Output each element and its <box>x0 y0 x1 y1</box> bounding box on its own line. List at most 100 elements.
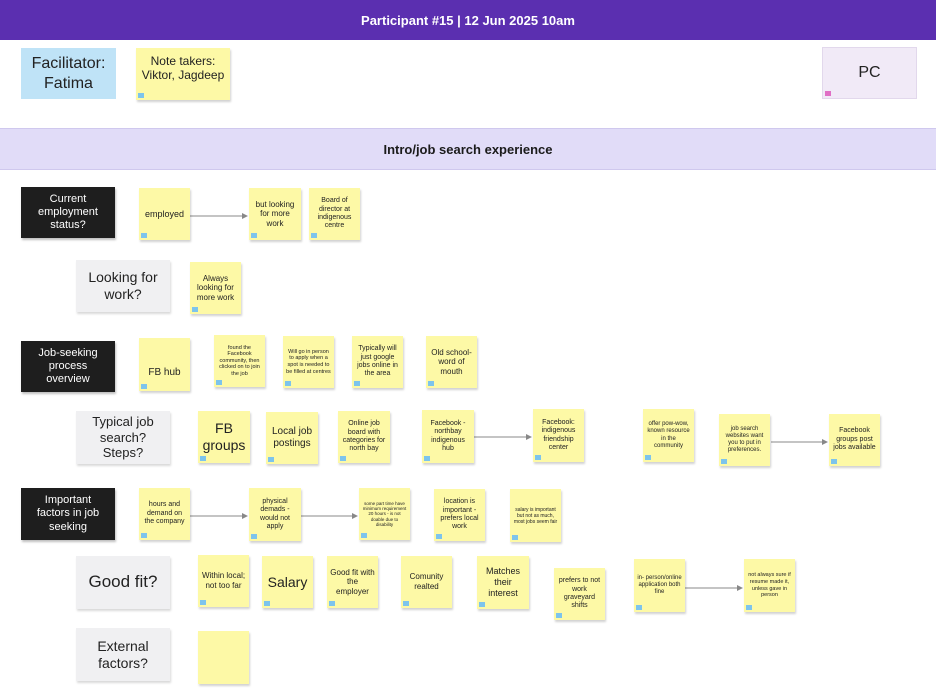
sticky-note[interactable]: Comunity realted <box>401 556 452 608</box>
sticky-text: Salary <box>267 573 308 590</box>
row-label-typical[interactable]: Typical job search? Steps? <box>76 411 170 464</box>
sticky-text: Online job board with categories for nor… <box>342 420 386 453</box>
facilitator-card[interactable]: Facilitator: Fatima <box>21 48 116 99</box>
sticky-text: in- person/online application both fine <box>637 574 682 596</box>
sticky-note[interactable]: offer pow-wow, known resource in the com… <box>643 409 694 462</box>
sticky-tag-icon <box>141 533 147 538</box>
sticky-tag-icon <box>141 384 147 389</box>
sticky-note[interactable]: FB groups <box>198 411 250 463</box>
row-label-employment[interactable]: Current employment status? <box>21 187 115 238</box>
sticky-text: salary is important but not as much, mos… <box>513 506 558 525</box>
sticky-tag-icon <box>428 381 434 386</box>
section-header: Intro/job search experience <box>0 128 936 170</box>
sticky-note[interactable]: not always sure if resume made it, unles… <box>744 559 795 612</box>
row-label-external[interactable]: External factors? <box>76 628 170 681</box>
sticky-note[interactable]: Typically will just google jobs online i… <box>352 336 403 388</box>
sticky-note[interactable]: Facebook: indigenous friendship center <box>533 409 584 462</box>
sticky-text: physical demads - would not apply <box>260 497 290 530</box>
sticky-note[interactable]: physical demads - would not apply <box>249 488 301 541</box>
sticky-note[interactable]: Local job postings <box>266 412 318 464</box>
sticky-text: Comunity realted <box>409 572 444 591</box>
sticky-tag-icon <box>556 613 562 618</box>
sticky-text: found the Facebook community, then click… <box>219 344 260 377</box>
sticky-note[interactable]: Board of director at indigenous centre <box>309 188 360 240</box>
sticky-tag-icon <box>285 381 291 386</box>
sticky-note[interactable]: FB hub <box>139 338 190 391</box>
sticky-text: employed <box>144 208 185 219</box>
row-label-process[interactable]: Job-seeking process overview <box>21 341 115 392</box>
sticky-text: Will go in person to apply when a spot i… <box>286 348 331 375</box>
sticky-note[interactable]: Old school- word of mouth <box>426 336 477 388</box>
sticky-text: FB groups <box>202 420 246 453</box>
sticky-text: location is important - prefers local wo… <box>440 498 479 531</box>
sticky-tag-icon <box>436 534 442 539</box>
sticky-text: Facebook - northbay indigenous hub <box>430 419 466 452</box>
sticky-note[interactable]: in- person/online application both fine <box>634 559 685 612</box>
sticky-tag-icon <box>403 601 409 606</box>
sticky-tag-icon <box>424 456 430 461</box>
sticky-tag-icon <box>141 233 147 238</box>
pc-card[interactable]: PC <box>822 47 917 99</box>
sticky-text: hours and demand on the company <box>144 501 185 526</box>
sticky-tag-icon <box>512 535 518 540</box>
sticky-tag-icon <box>645 455 651 460</box>
sticky-text: but looking for more work <box>255 199 295 228</box>
sticky-note[interactable]: Within local; not too far <box>198 555 249 607</box>
sticky-note[interactable]: hours and demand on the company <box>139 488 190 540</box>
sticky-tag-icon <box>721 459 727 464</box>
sticky-tag-icon <box>746 605 752 610</box>
sticky-text: Facebook: indigenous friendship center <box>541 418 576 451</box>
sticky-note[interactable]: salary is important but not as much, mos… <box>510 489 561 542</box>
sticky-text: Old school- word of mouth <box>431 347 472 376</box>
sticky-tag-icon <box>479 602 485 607</box>
sticky-tag-icon <box>138 93 144 98</box>
sticky-tag-icon <box>216 380 222 385</box>
sticky-text: offer pow-wow, known resource in the com… <box>647 421 690 449</box>
sticky-note[interactable]: Salary <box>262 556 313 608</box>
sticky-text: Good fit with the employer <box>330 567 375 596</box>
sticky-note[interactable]: job search websites want you to put in p… <box>719 414 770 466</box>
sticky-note[interactable]: location is important - prefers local wo… <box>434 489 485 541</box>
sticky-tag-icon <box>251 534 257 539</box>
sticky-tag-icon <box>329 601 335 606</box>
sticky-note[interactable]: found the Facebook community, then click… <box>214 335 265 387</box>
sticky-text: Matches their interest <box>485 566 520 598</box>
sticky-text: Local job postings <box>271 426 313 449</box>
notetakers-text: Note takers: Viktor, Jagdeep <box>141 54 225 83</box>
sticky-text: job search websites want you to put in p… <box>725 425 764 454</box>
row-label-factors[interactable]: Important factors in job seeking <box>21 488 115 540</box>
sticky-note[interactable]: some part time have minimum requirement … <box>359 488 410 540</box>
sticky-tag-icon <box>311 233 317 238</box>
sticky-tag-icon <box>200 456 206 461</box>
sticky-note[interactable]: employed <box>139 188 190 240</box>
sticky-note[interactable]: Facebook groups post jobs available <box>829 414 880 466</box>
sticky-note[interactable]: Online job board with categories for nor… <box>338 411 390 463</box>
sticky-tag-icon <box>268 457 274 462</box>
sticky-tag-icon <box>251 233 257 238</box>
row-label-goodfit[interactable]: Good fit? <box>76 556 170 609</box>
sticky-text: Always looking for more work <box>196 273 235 302</box>
sticky-text: Typically will just google jobs online i… <box>357 345 398 378</box>
sticky-tag-icon <box>200 600 206 605</box>
board-title: Participant #15 | 12 Jun 2025 10am <box>361 12 575 28</box>
sticky-tag-icon <box>361 533 367 538</box>
section-title: Intro/job search experience <box>383 141 553 157</box>
row-label-looking[interactable]: Looking for work? <box>76 260 170 312</box>
sticky-text: Facebook groups post jobs available <box>833 427 876 452</box>
sticky-note[interactable]: Good fit with the employer <box>327 556 378 608</box>
sticky-tag-icon <box>535 455 541 460</box>
pc-label: PC <box>858 64 881 82</box>
sticky-note[interactable]: Facebook - northbay indigenous hub <box>422 410 474 463</box>
board-title-bar: Participant #15 | 12 Jun 2025 10am <box>0 0 936 40</box>
sticky-text: Within local; not too far <box>201 571 246 590</box>
card-tag-icon <box>825 91 831 96</box>
notetakers-note[interactable]: Note takers: Viktor, Jagdeep <box>136 48 230 100</box>
sticky-note[interactable]: but looking for more work <box>249 188 301 240</box>
sticky-text: Board of director at indigenous centre <box>317 197 352 230</box>
sticky-note[interactable]: Will go in person to apply when a spot i… <box>283 336 334 388</box>
sticky-tag-icon <box>264 601 270 606</box>
sticky-note-empty[interactable] <box>198 631 249 684</box>
sticky-note[interactable]: Always looking for more work <box>190 262 241 314</box>
sticky-note[interactable]: prefers to not work graveyard shifts <box>554 568 605 620</box>
sticky-note[interactable]: Matches their interest <box>477 556 529 609</box>
